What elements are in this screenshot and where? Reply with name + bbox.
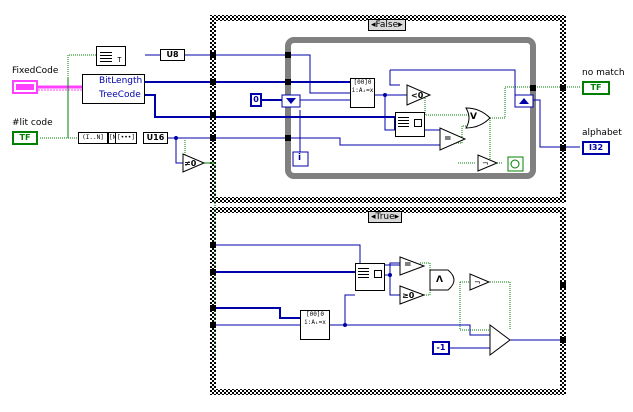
loop-index-frame	[292, 151, 309, 167]
fixedcode-control[interactable]	[12, 80, 38, 94]
search-array-top-icon: [00]0	[353, 79, 372, 86]
or-label: V	[470, 112, 477, 122]
equal-bottom[interactable]	[399, 256, 426, 276]
lit-code-control[interactable]: TF	[12, 131, 38, 145]
loop-condition[interactable]	[507, 156, 524, 172]
equal-top[interactable]	[439, 127, 467, 151]
or-gate[interactable]	[465, 107, 491, 129]
select-node[interactable]	[489, 324, 511, 356]
case-tunnels	[210, 52, 566, 343]
treecode-field: TreeCode	[99, 90, 141, 100]
u16-constant[interactable]: U16	[143, 132, 168, 144]
no-match-label: no match	[582, 68, 625, 78]
not-gate-top[interactable]	[477, 154, 499, 172]
and-label: Λ	[436, 275, 443, 285]
t-label: T	[117, 56, 122, 64]
not-gate-bottom[interactable]	[469, 273, 491, 291]
ne-zero[interactable]	[182, 153, 206, 173]
array-constant-node[interactable]: [•••]	[115, 132, 137, 144]
alphabet-indicator[interactable]: I32	[582, 141, 610, 155]
and-gate[interactable]	[429, 269, 455, 291]
minus-one-constant[interactable]: -1	[432, 341, 450, 355]
search-array-top[interactable]: [00]0 i:Aᵢ=x	[350, 78, 375, 108]
int-wires	[145, 54, 580, 349]
search-array-bottom[interactable]: [00]0 i:Aᵢ=x	[300, 310, 330, 340]
no-match-indicator[interactable]: TF	[582, 81, 610, 95]
cluster-wire	[38, 85, 82, 91]
not-top-label: ¬	[482, 159, 489, 168]
alphabet-label: alphabet	[582, 128, 622, 138]
ge-zero[interactable]	[399, 285, 426, 305]
less-than-zero[interactable]	[406, 84, 432, 106]
ne-zero-label: ≠0	[184, 159, 197, 168]
case-selector-bottom[interactable]: ◂True▸	[368, 211, 403, 223]
case-selector-top-label: False	[375, 20, 399, 30]
for-loop[interactable]	[285, 37, 536, 179]
less-zero-label: <0	[411, 91, 424, 100]
zero-constant[interactable]: 0	[250, 93, 262, 107]
lit-code-label: #lit code	[12, 118, 53, 128]
u8-constant[interactable]: U8	[160, 49, 185, 61]
wire-junctions	[174, 93, 392, 327]
index-array-top[interactable]	[395, 112, 425, 137]
shift-register-right[interactable]	[514, 94, 534, 108]
index-array-bottom[interactable]	[355, 263, 385, 291]
equal-top-label: =	[444, 134, 452, 144]
equal-bottom-label: =	[404, 260, 412, 270]
case-selector-top[interactable]: ◂False▸	[368, 19, 406, 31]
range-node[interactable]: (I..N]	[78, 132, 108, 144]
shift-register-left[interactable]	[281, 94, 301, 108]
unbundle-node[interactable]: BitLength TreeCode	[82, 74, 145, 104]
build-array-node[interactable]: T	[96, 46, 126, 66]
case-structure-bottom[interactable]	[210, 207, 566, 395]
search-array-bottom-text: i:Aᵢ=x	[304, 319, 326, 326]
bitlength-field: BitLength	[99, 76, 143, 86]
not-bottom-label: ¬	[474, 278, 481, 287]
case-selector-bottom-label: True	[375, 212, 395, 222]
case-structure-top[interactable]	[210, 15, 566, 203]
search-array-top-text: i:Aᵢ=x	[351, 87, 374, 94]
loop-index-label: i	[298, 153, 302, 163]
search-array-bottom-icon: [00]0	[305, 311, 325, 318]
fixedcode-label: FixedCode	[12, 66, 59, 76]
ge-zero-label: ≥0	[402, 291, 415, 300]
